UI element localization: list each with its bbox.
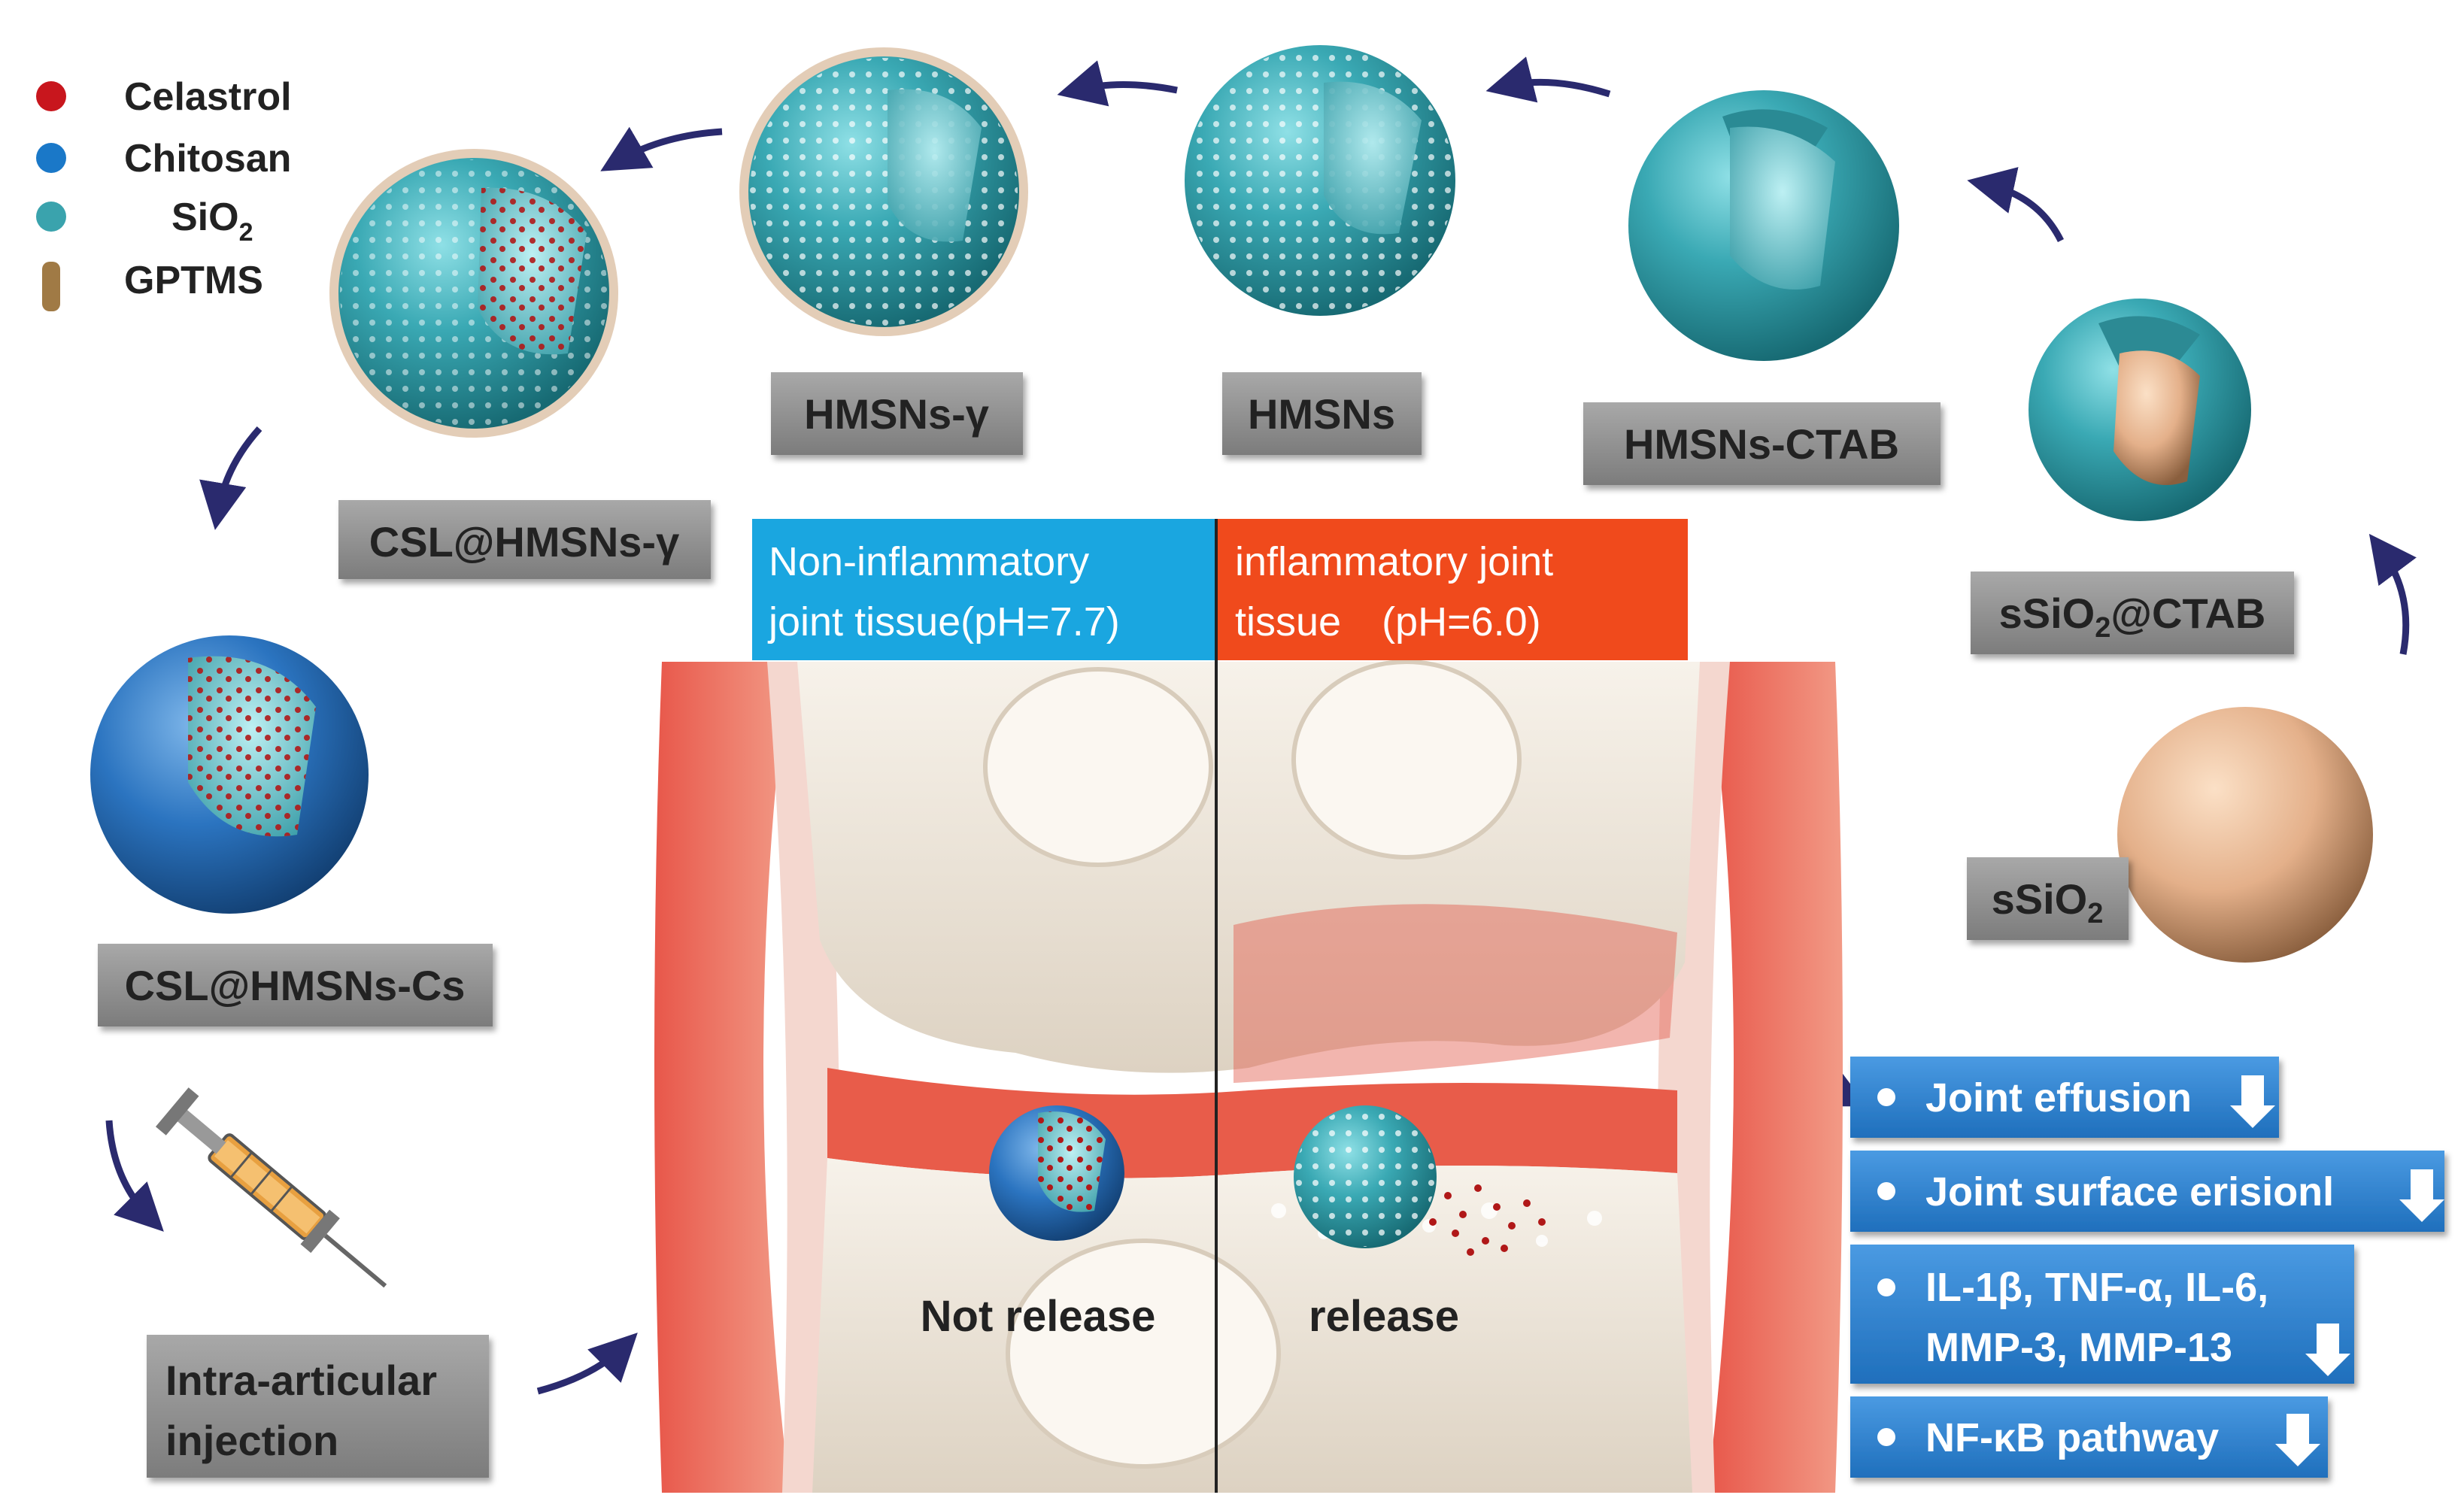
effect-cytokines: IL-1β, TNF-α, IL-6, MMP-3, MMP-13 [1850,1245,2354,1384]
svg-text:HMSNs: HMSNs [1248,390,1395,438]
syringe-icon [155,1087,387,1288]
legend-celastrol: Celastrol [124,75,292,119]
svg-text:MMP-3, MMP-13: MMP-3, MMP-13 [1925,1325,2232,1370]
arrow-hmsns-to-gamma [1057,60,1178,107]
legend-gptms: GPTMS [124,259,263,302]
svg-text:Joint surface erisionl: Joint surface erisionl [1925,1169,2334,1214]
arrow-cs-to-injection [105,1120,164,1232]
effect-joint-surface-erosion: Joint surface erisionl [1850,1151,2444,1232]
label-csl-hmsns-gamma: CSL@HMSNs-γ [338,500,711,579]
svg-text:tissue (pH=6.0): tissue (pH=6.0) [1235,599,1541,644]
label-hmsns-gamma: HMSNs-γ [771,372,1023,455]
label-hmsns: HMSNs [1222,372,1422,455]
svg-text:NF-κB pathway: NF-κB pathway [1925,1415,2219,1460]
svg-text:Joint effusion: Joint effusion [1925,1075,2192,1120]
svg-text:inflammatory joint: inflammatory joint [1235,539,1553,584]
arrow-gamma-to-csl [600,126,723,171]
down-arrow-icon [2230,1075,2275,1128]
legend: Celastrol Chitosan SiO2 GPTMS [36,75,292,311]
particle-released [1294,1105,1546,1256]
hmsns-gamma-sphere [739,47,1028,336]
svg-text:joint tissue(pH=7.7): joint tissue(pH=7.7) [767,599,1120,644]
legend-sio2: SiO2 [171,196,253,247]
down-arrow-icon [2275,1414,2320,1466]
gptms-rod-icon [42,262,60,311]
label-hmsns-ctab: HMSNs-CTAB [1583,402,1941,485]
red-dot-icon [36,81,66,111]
panel-header-non-inflammatory: Non-inflammatory joint tissue(pH=7.7) [752,519,1215,660]
arrow-csl-to-cs [199,426,262,530]
label-ssio2-ctab: sSiO2@CTAB [1971,572,2294,654]
caption-not-release: Not release [921,1292,1156,1341]
effect-nfkb-pathway: NF-κB pathway [1850,1396,2328,1478]
svg-text:injection: injection [165,1417,338,1464]
arrow-hmsnsctab-to-hmsns [1485,56,1611,103]
csl-hmsns-gamma-sphere [329,149,618,438]
down-arrow-icon [2305,1324,2350,1376]
joint-illustration [654,519,1843,1493]
label-intra-articular-injection: Intra-articular injection [147,1335,489,1478]
svg-text:HMSNs-CTAB: HMSNs-CTAB [1624,420,1899,468]
blue-dot-icon [36,143,66,173]
legend-chitosan: Chitosan [124,137,291,180]
caption-release: release [1309,1292,1459,1341]
panel-header-inflammatory: inflammatory joint tissue (pH=6.0) [1218,519,1688,660]
hmsns-ctab-sphere [1628,90,1899,361]
svg-text:Intra-articular: Intra-articular [165,1357,437,1404]
svg-text:IL-1β, TNF-α, IL-6,: IL-1β, TNF-α, IL-6, [1925,1265,2268,1310]
svg-text:HMSNs-γ: HMSNs-γ [804,390,989,438]
ssio2-sphere [2117,707,2373,963]
arrow-injection-to-joint [536,1333,638,1395]
svg-text:CSL@HMSNs-Cs: CSL@HMSNs-Cs [125,962,466,1009]
effect-joint-effusion: Joint effusion [1850,1057,2279,1138]
hmsns-sphere [1185,45,1455,316]
ssio2-ctab-sphere [2029,299,2251,521]
teal-dot-icon [36,202,66,232]
down-arrow-icon [2399,1169,2444,1222]
csl-hmsns-cs-sphere [90,635,369,914]
arrow-ssio2-to-ctab [2368,533,2417,655]
particle-not-released [989,1105,1124,1241]
svg-text:sSiO2: sSiO2 [1992,875,2104,929]
label-ssio2: sSiO2 [1967,857,2129,940]
arrow-ctab-to-hmsnsctab [1967,167,2065,243]
svg-text:sSiO2@CTAB: sSiO2@CTAB [1999,590,2266,644]
svg-text:Non-inflammatory: Non-inflammatory [769,539,1089,584]
svg-text:CSL@HMSNs-γ: CSL@HMSNs-γ [369,518,679,566]
label-csl-hmsns-cs: CSL@HMSNs-Cs [98,944,493,1026]
